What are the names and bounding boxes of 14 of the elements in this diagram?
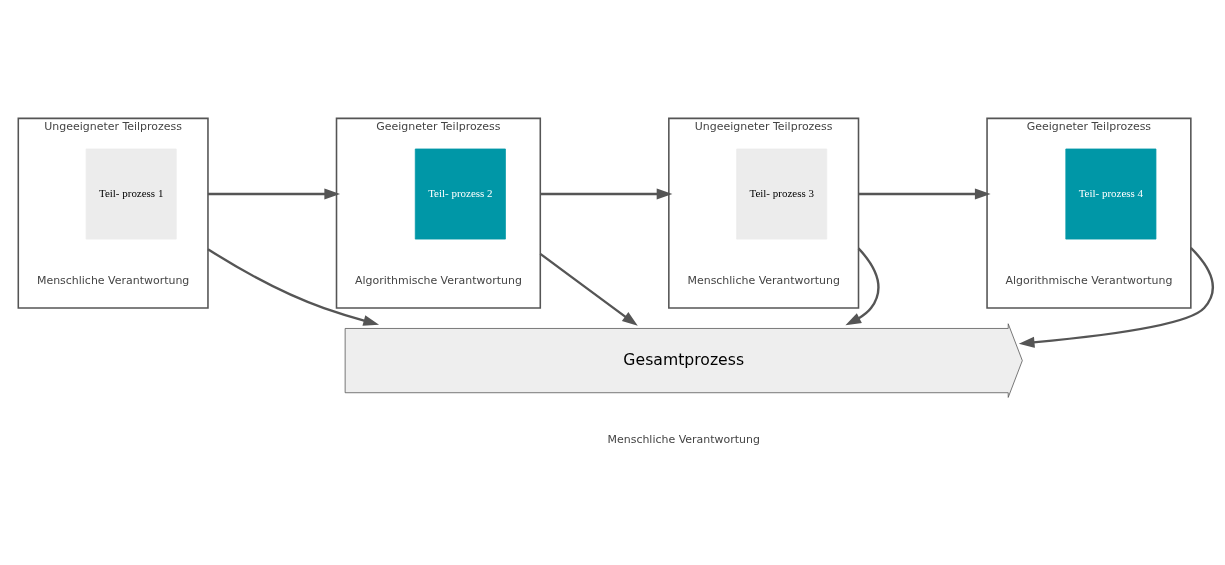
arrow xyxy=(207,188,341,200)
arrow xyxy=(539,252,638,326)
arrow xyxy=(858,188,991,200)
arrow xyxy=(207,247,380,326)
arrow xyxy=(845,247,880,325)
node-label: Menschliche Verantwortung xyxy=(36,273,190,287)
node-label: Menschliche Verantwortung xyxy=(607,432,760,446)
node-label: Algorithmische Verantwortung xyxy=(354,273,522,287)
arrow xyxy=(540,188,673,200)
arrow xyxy=(1018,246,1214,348)
node-box: Teil- prozess 4 xyxy=(1065,148,1157,239)
node-label: Algorithmische Verantwortung xyxy=(1005,273,1173,287)
node-label: Menschliche Verantwortung xyxy=(687,273,840,287)
node-box: Teil- prozess 2 xyxy=(414,148,506,239)
